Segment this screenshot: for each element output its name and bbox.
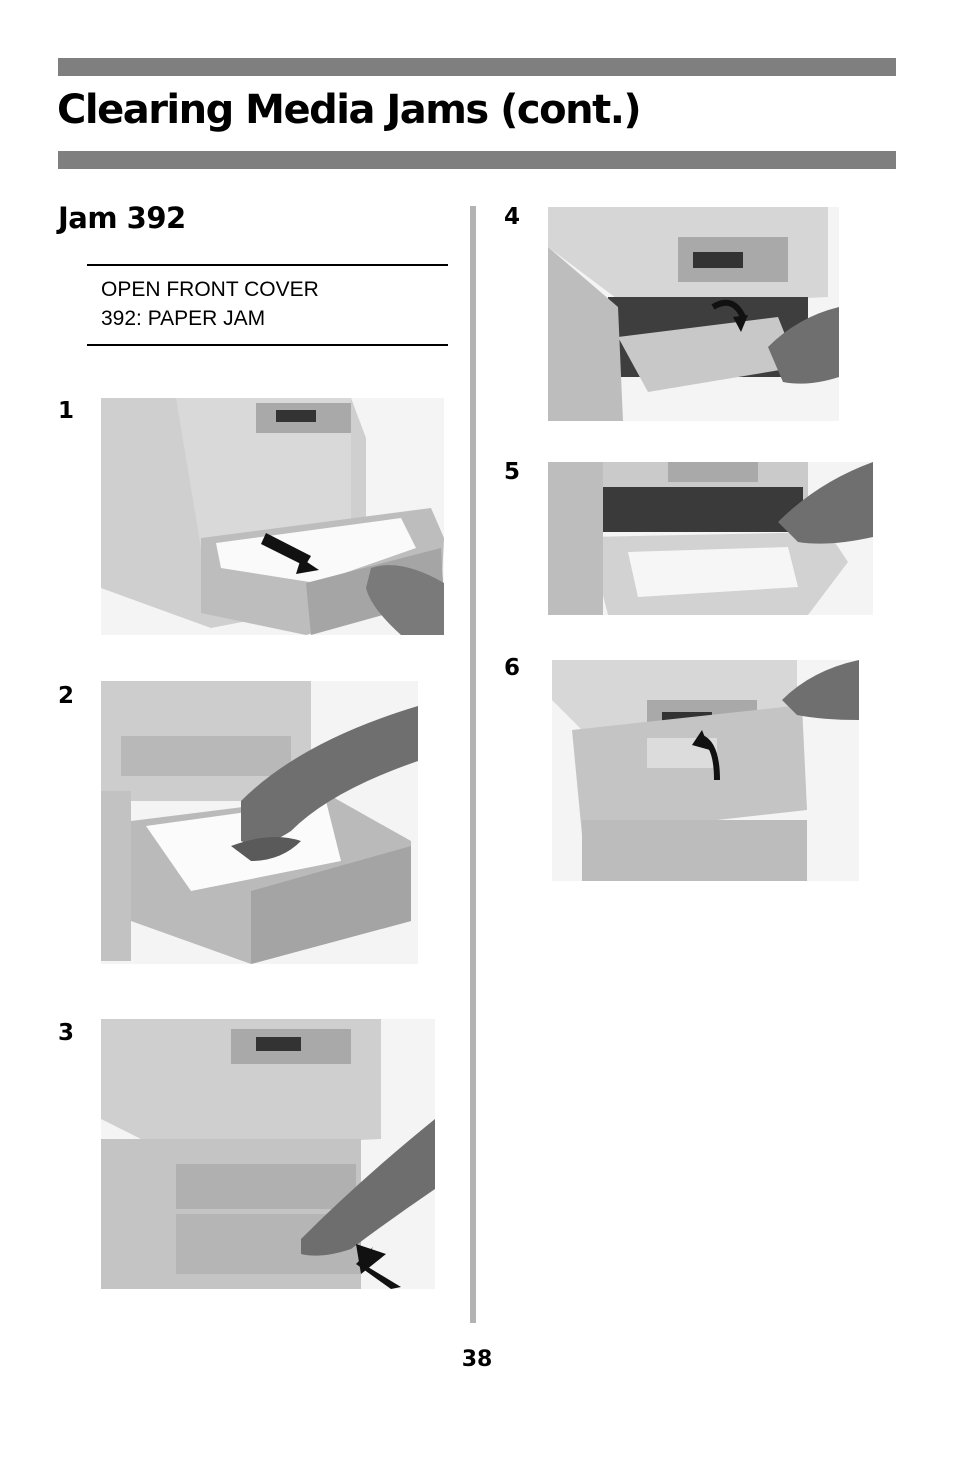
- printer-display-message: OPEN FRONT COVER 392: PAPER JAM: [87, 264, 448, 346]
- step-number: 1: [58, 398, 75, 424]
- display-line: 392: PAPER JAM: [101, 307, 266, 330]
- display-line: OPEN FRONT COVER: [101, 278, 319, 301]
- step-photo-open-front-cover: [548, 207, 839, 421]
- step-photo-push-tray-back: [101, 1019, 435, 1289]
- step-photo-remove-paper-from-tray: [101, 681, 418, 964]
- page-number: 38: [461, 1347, 493, 1372]
- step-photo-close-front-cover: [552, 660, 859, 881]
- column-divider: [470, 206, 476, 1323]
- step-number: 3: [58, 1020, 75, 1046]
- step-number: 4: [504, 204, 521, 230]
- section-title: Jam 392: [58, 201, 186, 235]
- header-rule-bottom: [58, 151, 896, 169]
- step-number: 5: [504, 459, 521, 485]
- step-photo-pull-out-tray: [101, 398, 444, 635]
- header-rule-top: [58, 58, 896, 76]
- step-photo-remove-paper-inside: [548, 462, 873, 615]
- page-title: Clearing Media Jams (cont.): [57, 87, 642, 133]
- step-number: 6: [504, 655, 521, 681]
- step-number: 2: [58, 683, 75, 709]
